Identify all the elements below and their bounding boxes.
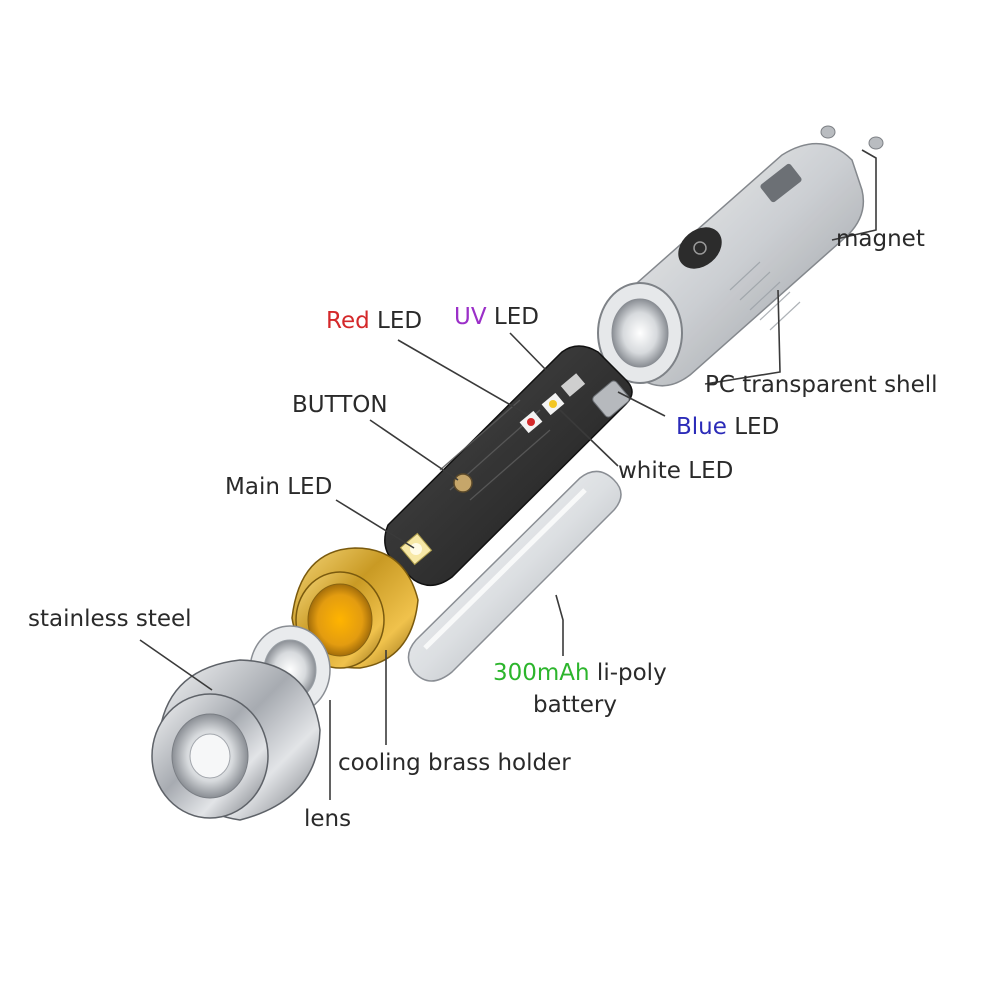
label-uv-led-rest: LED	[486, 304, 539, 330]
li-poly-battery	[407, 470, 622, 682]
label-cooling-brass-holder: cooling brass holder	[338, 750, 571, 776]
label-battery-line2: battery	[533, 692, 617, 718]
leader-magnet	[831, 149, 877, 241]
leader-red-led	[397, 339, 529, 416]
magnet-pieces	[820, 125, 884, 150]
pcb-board	[384, 345, 633, 586]
pc-transparent-shell	[597, 143, 865, 387]
leader-main-led	[335, 499, 415, 549]
label-battery-rest: li-poly	[589, 660, 667, 686]
leader-white-led	[559, 409, 619, 467]
leader-shell	[704, 289, 781, 385]
leader-uv-led	[509, 332, 549, 373]
leader-blue-led	[617, 391, 666, 417]
leader-stainless	[139, 639, 213, 691]
label-stainless-steel: stainless steel	[28, 606, 192, 632]
leader-button	[369, 419, 459, 481]
label-blue-led-accent: Blue	[676, 414, 727, 440]
leader-battery	[555, 594, 564, 656]
label-red-led-accent: Red	[326, 308, 370, 334]
leader-lines	[139, 149, 877, 800]
label-uv-led: UV LED	[454, 306, 539, 329]
label-button: BUTTON	[292, 392, 388, 418]
label-main-led: Main LED	[225, 474, 333, 500]
label-blue-led: Blue LED	[676, 416, 779, 439]
label-uv-led-accent: UV	[454, 304, 487, 330]
label-lens: lens	[304, 806, 352, 832]
label-red-led: Red LED	[326, 310, 422, 333]
label-white-led: white LED	[618, 458, 734, 484]
label-pc-transparent-shell: PC transparent shell	[705, 372, 938, 398]
label-magnet: magnet	[836, 226, 925, 252]
label-battery-line1: 300mAh li-poly	[493, 662, 667, 685]
label-battery-accent: 300mAh	[493, 660, 590, 686]
stainless-steel-head	[151, 659, 321, 821]
label-blue-led-rest: LED	[726, 414, 780, 440]
label-red-led-rest: LED	[369, 308, 423, 334]
